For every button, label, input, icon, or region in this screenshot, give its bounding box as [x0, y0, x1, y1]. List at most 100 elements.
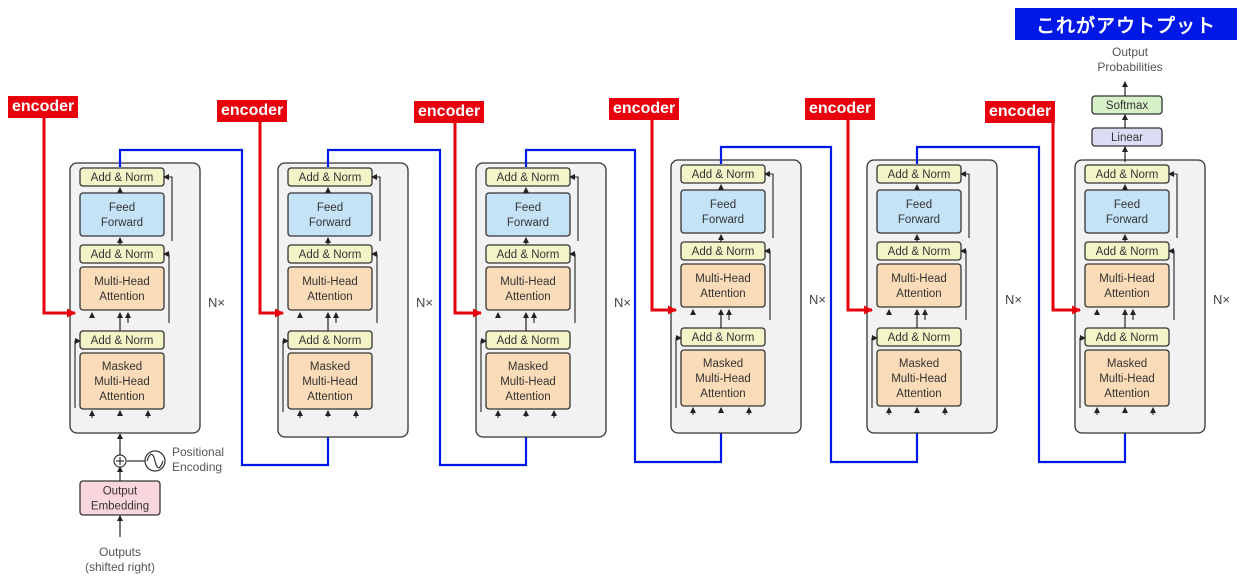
feed-forward-text: Forward — [1106, 214, 1148, 226]
masked-multi-head-attention-text: Attention — [307, 391, 352, 403]
add-norm-top-text: Add & Norm — [1096, 169, 1159, 181]
encoder-tag: encoder — [609, 98, 680, 120]
multi-head-attention — [485, 266, 571, 311]
output-probabilities-line-2: Probabilities — [1097, 60, 1163, 74]
multi-head-attention-text: Multi-Head — [891, 273, 947, 285]
masked-multi-head-attention-text: Masked — [1107, 358, 1147, 370]
flow-arrow — [524, 148, 726, 464]
encoder-tag: encoder — [805, 98, 876, 120]
multi-head-attention-text: Attention — [307, 291, 352, 303]
sine-wave — [146, 453, 164, 469]
encoder-arrow — [42, 116, 76, 318]
feed-forward-text: Feed — [1114, 199, 1140, 211]
flow-arrow — [915, 145, 1130, 464]
masked-multi-head-attention — [680, 349, 766, 407]
residual — [480, 338, 487, 412]
multi-head-attention-text: Attention — [896, 288, 941, 300]
multi-head-attention-text: Multi-Head — [302, 276, 358, 288]
residual — [960, 248, 967, 320]
add-norm-top-text: Add & Norm — [497, 172, 560, 184]
multi-head-attention-text: Multi-Head — [1099, 273, 1155, 285]
encoder-arrow — [453, 121, 482, 318]
masked-multi-head-attention-text: Attention — [505, 391, 550, 403]
multi-head-attention-text: Multi-Head — [500, 276, 556, 288]
output-probabilities-label: Output Probabilities — [1085, 45, 1175, 75]
residual — [1168, 171, 1178, 238]
feed-forward-text: Forward — [101, 217, 143, 229]
feed-forward — [1084, 189, 1170, 234]
feed-forward-text: Forward — [507, 217, 549, 229]
add-norm-top-text: Add & Norm — [91, 172, 154, 184]
outputs-line-2: (shifted right) — [84, 560, 156, 574]
encoder-arrow — [1051, 121, 1081, 315]
masked-multi-head-attention-text: Attention — [1104, 388, 1149, 400]
linear-box-text: Linear — [1111, 132, 1143, 144]
nx-label: N× — [416, 295, 433, 310]
positional-encoding-line-1: Positional — [172, 445, 225, 459]
add-norm-bottom-text: Add & Norm — [91, 335, 154, 347]
output-probabilities-line-1: Output — [1111, 45, 1149, 59]
masked-multi-head-attention-text: Multi-Head — [891, 373, 947, 385]
flow-arrow — [326, 148, 531, 467]
residual — [569, 251, 576, 323]
outputs-label: Outputs (shifted right) — [75, 545, 165, 575]
feed-forward-text: Feed — [109, 202, 135, 214]
residual — [569, 174, 579, 241]
multi-head-attention-text: Attention — [1104, 288, 1149, 300]
residual — [1079, 335, 1086, 408]
encoder-tag: encoder — [414, 101, 485, 123]
multi-head-attention — [876, 263, 962, 308]
masked-multi-head-attention-text: Masked — [102, 361, 142, 373]
multi-head-attention-text: Attention — [505, 291, 550, 303]
encoder-tag: encoder — [217, 100, 288, 122]
add-norm-mid-text: Add & Norm — [91, 249, 154, 261]
residual — [163, 174, 173, 241]
masked-multi-head-attention-text: Masked — [508, 361, 548, 373]
feed-forward-text: Feed — [317, 202, 343, 214]
feed-forward-text: Feed — [515, 202, 541, 214]
add-norm-top-text: Add & Norm — [888, 169, 951, 181]
add-norm-bottom-text: Add & Norm — [888, 332, 951, 344]
residual — [675, 335, 682, 408]
feed-forward-text: Feed — [710, 199, 736, 211]
masked-multi-head-attention — [876, 349, 962, 407]
multi-head-attention — [1084, 263, 1170, 308]
add-norm-bottom-text: Add & Norm — [1096, 332, 1159, 344]
masked-multi-head-attention — [287, 352, 373, 410]
nx-label: N× — [1213, 292, 1230, 307]
masked-multi-head-attention-text: Attention — [896, 388, 941, 400]
masked-multi-head-attention — [485, 352, 571, 410]
add-norm-mid-text: Add & Norm — [888, 246, 951, 258]
multi-head-attention — [287, 266, 373, 311]
positional-encoding-line-2: Encoding — [172, 460, 223, 474]
masked-multi-head-attention-text: Multi-Head — [1099, 373, 1155, 385]
multi-head-attention — [680, 263, 766, 308]
masked-multi-head-attention-text: Multi-Head — [94, 376, 150, 388]
output-embedding-box-text: Embedding — [91, 501, 149, 513]
masked-multi-head-attention-text: Multi-Head — [500, 376, 556, 388]
masked-multi-head-attention-text: Multi-Head — [302, 376, 358, 388]
multi-head-attention-text: Multi-Head — [695, 273, 751, 285]
feed-forward-text: Forward — [898, 214, 940, 226]
residual — [960, 171, 970, 238]
residual — [1168, 248, 1175, 320]
residual — [764, 171, 774, 238]
softmax-box-text: Softmax — [1106, 100, 1148, 112]
nx-label: N× — [614, 295, 631, 310]
add-norm-mid-text: Add & Norm — [299, 249, 362, 261]
masked-multi-head-attention-text: Attention — [99, 391, 144, 403]
masked-multi-head-attention-text: Masked — [703, 358, 743, 370]
feed-forward — [79, 192, 165, 237]
multi-head-attention — [79, 266, 165, 311]
feed-forward — [287, 192, 373, 237]
encoder-tag: encoder — [8, 96, 79, 118]
positional-encoding-label: Positional Encoding — [172, 445, 224, 475]
add-norm-mid-text: Add & Norm — [497, 249, 560, 261]
add-norm-top-text: Add & Norm — [299, 172, 362, 184]
multi-head-attention-text: Attention — [99, 291, 144, 303]
flow-arrow — [719, 145, 922, 464]
feed-forward-text: Forward — [702, 214, 744, 226]
feed-forward — [485, 192, 571, 237]
feed-forward-text: Forward — [309, 217, 351, 229]
residual — [371, 174, 381, 241]
